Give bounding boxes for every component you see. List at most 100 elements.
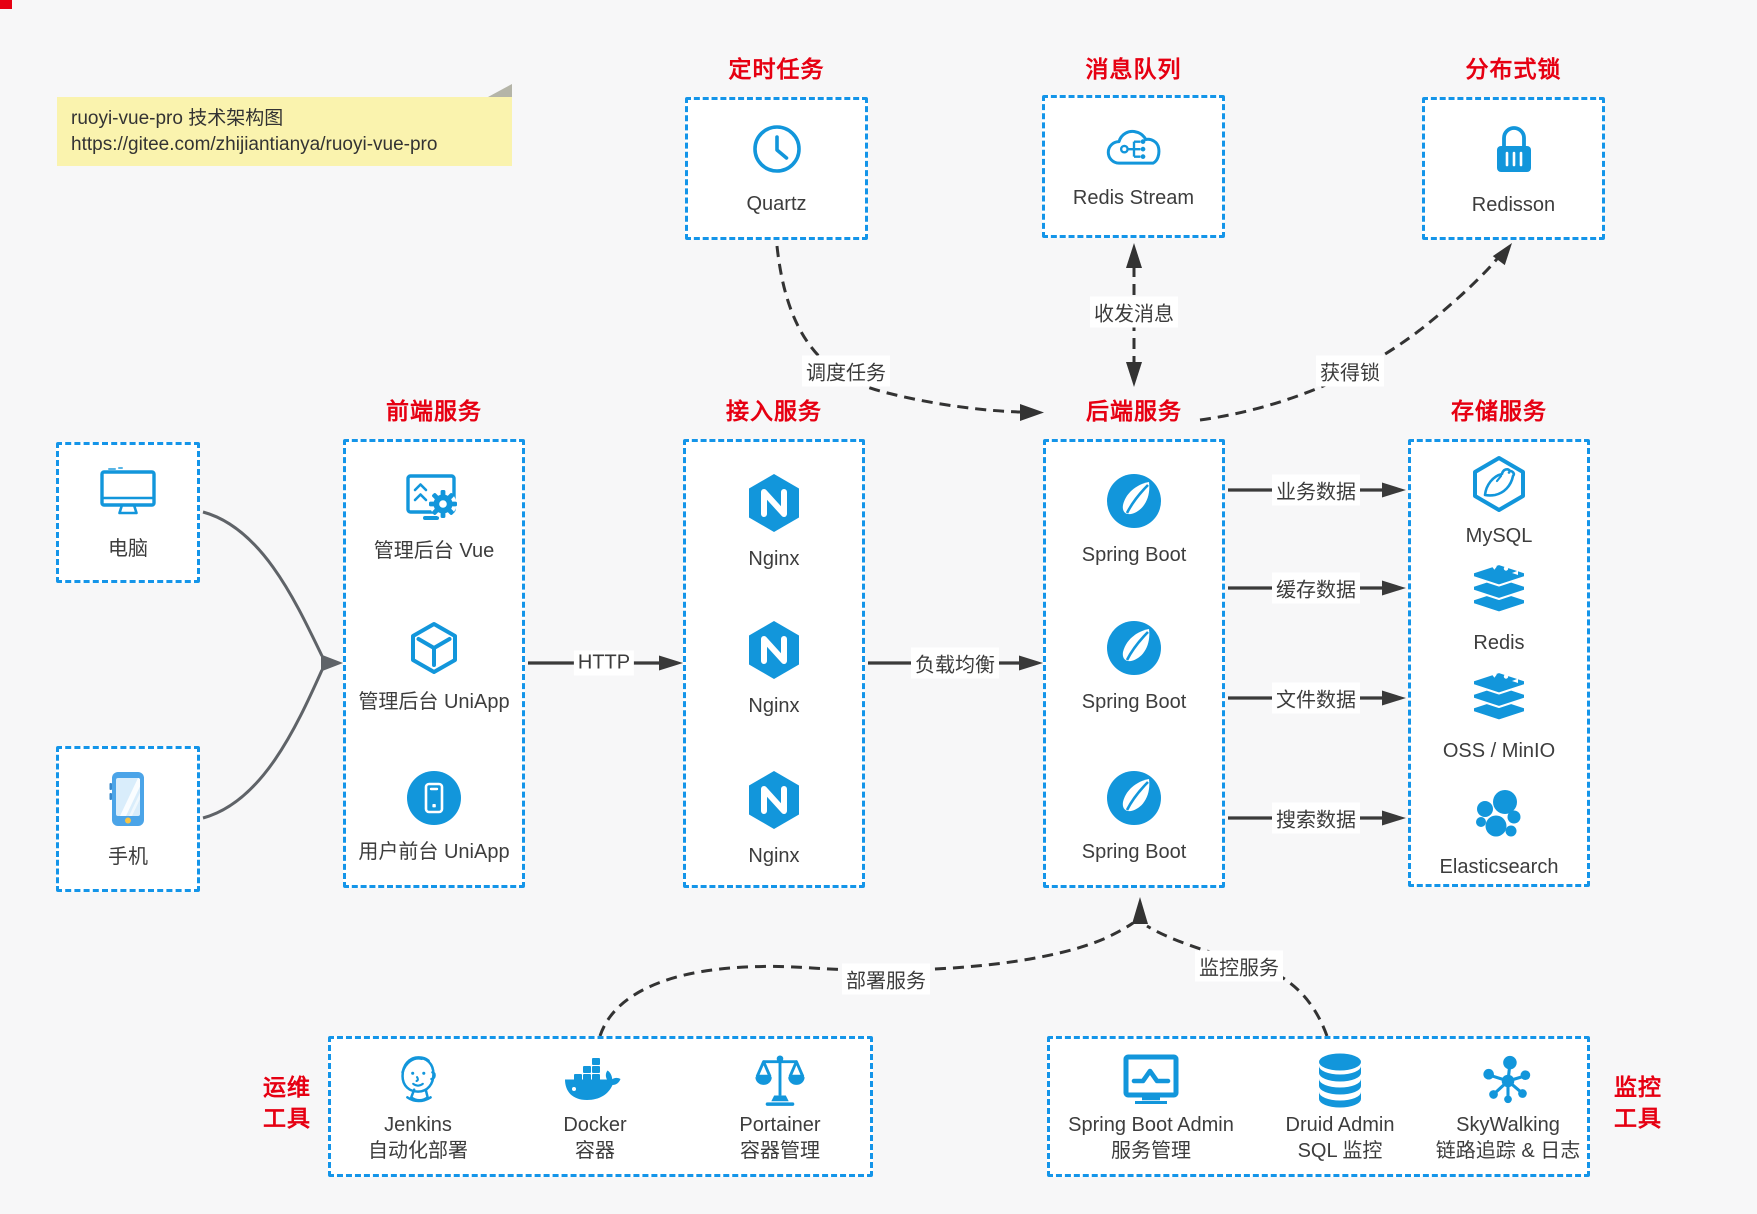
node-desc-druid: SQL 监控 (1297, 1140, 1383, 1162)
edge-label-deploy-service: 部署服务 (842, 963, 930, 995)
box-backend: Spring Boot Spring Boot Spring Boot (1043, 439, 1225, 888)
edge-mobile-curve (202, 669, 324, 820)
node-label-elasticsearch: Elasticsearch (1439, 856, 1559, 878)
node-sba: Spring Boot Admin 服务管理 (1046, 1048, 1256, 1164)
node-docker: Docker 容器 (500, 1048, 690, 1164)
edge-label-load-balance: 负载均衡 (911, 647, 999, 679)
group-title-mq: 消息队列 (1085, 56, 1182, 82)
edge-pc-curve (202, 510, 324, 657)
node-admin-vue: 管理后台 Vue (346, 472, 522, 563)
box-ops-tools: Jenkins 自动化部署 Docker 容器 (328, 1036, 873, 1177)
nginx-icon (746, 769, 802, 836)
group-title-lock: 分布式锁 (1465, 56, 1562, 82)
node-label-oss: OSS / MinIO (1442, 740, 1556, 762)
group-title-monitoring: 监控 工具 (1614, 1074, 1662, 1131)
smartphone-icon (105, 769, 151, 834)
node-label-admin-vue: 管理后台 Vue (373, 540, 495, 562)
node-label-pc: 电脑 (108, 537, 148, 560)
node-label-druid: Druid Admin (1285, 1114, 1395, 1136)
spring-icon (1105, 619, 1163, 682)
edge-label-send-receive-msg: 收发消息 (1090, 296, 1178, 328)
node-label-user-uniapp: 用户前台 UniApp (358, 841, 510, 863)
node-mysql: MySQL (1411, 455, 1587, 548)
node-label-nginx-1: Nginx (748, 548, 800, 570)
box-client-mobile: 手机 (56, 746, 200, 892)
spring-icon (1105, 769, 1163, 832)
node-label-docker: Docker (563, 1114, 627, 1136)
node-label-springboot-2: Spring Boot (1081, 691, 1187, 713)
group-title-storage: 存储服务 (1451, 398, 1547, 424)
group-title-frontend: 前端服务 (386, 398, 482, 424)
docker-icon (562, 1048, 628, 1112)
node-springboot-2: Spring Boot (1046, 619, 1222, 714)
node-label-redisson: Redisson (1471, 193, 1556, 216)
group-title-scheduler: 定时任务 (728, 56, 825, 82)
node-label-admin-uniapp: 管理后台 UniApp (358, 691, 510, 713)
edge-label-cache-data: 缓存数据 (1272, 572, 1360, 604)
node-desc-portainer: 容器管理 (740, 1140, 820, 1162)
box-lock: Redisson (1422, 97, 1605, 240)
node-nginx-3: Nginx (686, 769, 862, 868)
node-label-quartz: Quartz (746, 192, 807, 215)
client-curves (202, 510, 324, 820)
box-storage: MySQL Redis (1408, 439, 1590, 887)
sticky-note: ruoyi-vue-pro 技术架构图 https://gitee.com/zh… (57, 84, 512, 166)
node-skywalking: SkyWalking 链路追踪 & 日志 (1403, 1048, 1613, 1164)
spring-icon (1105, 472, 1163, 535)
sba-icon (1120, 1048, 1182, 1112)
node-label-mobile: 手机 (108, 846, 148, 868)
node-label-sba: Spring Boot Admin (1068, 1114, 1234, 1136)
note-url: https://gitee.com/zhijiantianya/ruoyi-vu… (71, 134, 438, 155)
node-label-skywalking: SkyWalking (1456, 1114, 1560, 1136)
redis-stack-icon (1468, 562, 1530, 625)
node-druid: Druid Admin SQL 监控 (1235, 1048, 1445, 1164)
desktop-icon (95, 465, 161, 526)
node-portainer: Portainer 容器管理 (685, 1048, 875, 1164)
box-scheduler: Quartz (685, 97, 868, 240)
edge-label-monitor-service: 监控服务 (1195, 950, 1283, 982)
edge-label-schedule-task: 调度任务 (802, 355, 890, 387)
druid-icon (1313, 1048, 1367, 1112)
box-mq: Redis Stream (1042, 95, 1225, 238)
node-label-nginx-2: Nginx (748, 695, 800, 717)
node-desc-sba: 服务管理 (1111, 1140, 1191, 1162)
edge-label-http: HTTP (573, 650, 635, 676)
note-fold-corner (488, 84, 512, 97)
corner-mark (0, 0, 12, 9)
phone-app-icon (405, 769, 463, 832)
node-user-uniapp: 用户前台 UniApp (346, 769, 522, 864)
jenkins-icon (390, 1048, 446, 1112)
mysql-icon (1469, 455, 1529, 518)
node-springboot-1: Spring Boot (1046, 472, 1222, 567)
node-desc-skywalking: 链路追踪 & 日志 (1435, 1140, 1581, 1162)
node-label-redis-stream: Redis Stream (1072, 186, 1195, 209)
skywalking-icon (1480, 1048, 1536, 1112)
box-gateway: Nginx Nginx Nginx (683, 439, 865, 888)
cube-icon (405, 619, 463, 682)
node-redis: Redis (1411, 562, 1587, 655)
edge-label-acquire-lock: 获得锁 (1316, 355, 1384, 387)
node-label-nginx-3: Nginx (748, 845, 800, 867)
edge-label-file-data: 文件数据 (1272, 682, 1360, 714)
box-monitoring-tools: Spring Boot Admin 服务管理 Druid Admin SQL 监… (1047, 1036, 1590, 1177)
edge-schedule-curve (775, 245, 1021, 414)
elasticsearch-icon (1470, 786, 1528, 849)
clock-icon (750, 122, 804, 181)
node-nginx-1: Nginx (686, 472, 862, 571)
group-title-backend: 后端服务 (1086, 398, 1182, 424)
client-arrowhead (321, 654, 343, 672)
node-desc-jenkins: 自动化部署 (368, 1140, 468, 1162)
node-springboot-3: Spring Boot (1046, 769, 1222, 864)
box-frontend: 管理后台 Vue 管理后台 UniApp 用户前台 UniApp (343, 439, 525, 888)
node-admin-uniapp: 管理后台 UniApp (346, 619, 522, 714)
group-title-ops: 运维 工具 (263, 1074, 311, 1131)
cloud-stream-icon (1104, 124, 1164, 175)
edge-label-biz-data: 业务数据 (1272, 474, 1360, 506)
oss-stack-icon (1468, 670, 1530, 733)
node-label-springboot-3: Spring Boot (1081, 841, 1187, 863)
node-jenkins: Jenkins 自动化部署 (323, 1048, 513, 1164)
node-elasticsearch: Elasticsearch (1411, 786, 1587, 879)
node-nginx-2: Nginx (686, 619, 862, 718)
portainer-icon (752, 1048, 808, 1112)
node-oss: OSS / MinIO (1411, 670, 1587, 763)
